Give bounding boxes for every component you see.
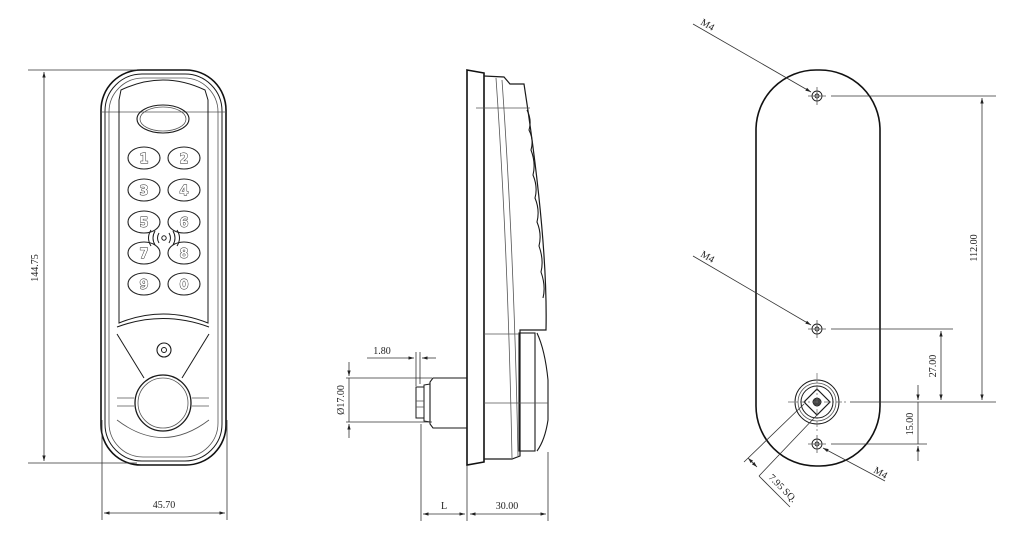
square-label: 7.95 SQ. bbox=[766, 472, 799, 505]
key-3: 3 bbox=[127, 178, 161, 202]
upper-offset-dimension: 27.00 bbox=[928, 331, 943, 400]
key-5: 5 bbox=[127, 210, 161, 234]
svg-text:1: 1 bbox=[139, 152, 148, 167]
offset-dimension: 1.80 bbox=[367, 346, 436, 386]
spindle-boss bbox=[788, 373, 846, 431]
offset-label: 1.80 bbox=[373, 346, 391, 357]
key-7: 7 bbox=[127, 241, 161, 265]
length-dimension: L 30.00 bbox=[420, 424, 549, 521]
width-dimension: 45.70 bbox=[101, 420, 228, 520]
key-8: 8 bbox=[167, 241, 201, 265]
square-dimension: 7.95 SQ. bbox=[743, 403, 818, 508]
width-label: 45.70 bbox=[153, 500, 176, 511]
svg-text:5: 5 bbox=[139, 216, 148, 231]
key-4: 4 bbox=[167, 178, 201, 202]
height-dimension: 144.75 bbox=[28, 69, 137, 464]
svg-text:0: 0 bbox=[179, 278, 188, 293]
length-label: L bbox=[441, 501, 447, 512]
keypad: 1 2 3 4 5 6 7 8 9 0 bbox=[127, 146, 201, 296]
svg-text:3: 3 bbox=[139, 184, 148, 199]
svg-text:9: 9 bbox=[139, 278, 148, 293]
hole-label-middle: M4 bbox=[699, 249, 717, 265]
diameter-dimension: Ø17.00 bbox=[336, 362, 432, 438]
rfid-icon bbox=[148, 229, 180, 247]
upper-offset-label: 27.00 bbox=[928, 355, 939, 378]
front-view: 1 2 3 4 5 6 7 8 9 0 bbox=[28, 69, 228, 520]
diameter-label: Ø17.00 bbox=[336, 385, 347, 415]
key-0: 0 bbox=[167, 272, 201, 296]
knob bbox=[134, 374, 192, 432]
hole-spacing-label: 112.00 bbox=[969, 234, 980, 261]
mounting-hole-bottom bbox=[808, 435, 826, 453]
led-indicator bbox=[156, 342, 172, 358]
svg-text:7: 7 bbox=[139, 247, 148, 262]
depth-label: 30.00 bbox=[496, 501, 519, 512]
svg-text:6: 6 bbox=[179, 216, 188, 231]
height-label: 144.75 bbox=[30, 254, 41, 282]
lower-offset-label: 15.00 bbox=[905, 413, 916, 436]
spindle bbox=[415, 377, 467, 429]
hole-label-top: M4 bbox=[699, 17, 717, 33]
lower-offset-dimension: 15.00 bbox=[905, 385, 920, 461]
key-1: 1 bbox=[127, 146, 161, 170]
svg-text:4: 4 bbox=[179, 184, 188, 199]
key-9: 9 bbox=[127, 272, 161, 296]
rear-view: M4 M4 M4 bbox=[692, 17, 996, 508]
hole-label-bottom: M4 bbox=[872, 465, 890, 481]
hole-spacing-dimension: 112.00 bbox=[969, 98, 984, 400]
mounting-hole-top bbox=[808, 87, 826, 105]
key-6: 6 bbox=[167, 210, 201, 234]
mounting-hole-middle bbox=[808, 320, 826, 338]
svg-text:2: 2 bbox=[179, 152, 188, 167]
side-view: 1.80 Ø17.00 L 30.00 bbox=[336, 69, 549, 521]
key-2: 2 bbox=[167, 146, 201, 170]
svg-text:8: 8 bbox=[179, 247, 188, 262]
